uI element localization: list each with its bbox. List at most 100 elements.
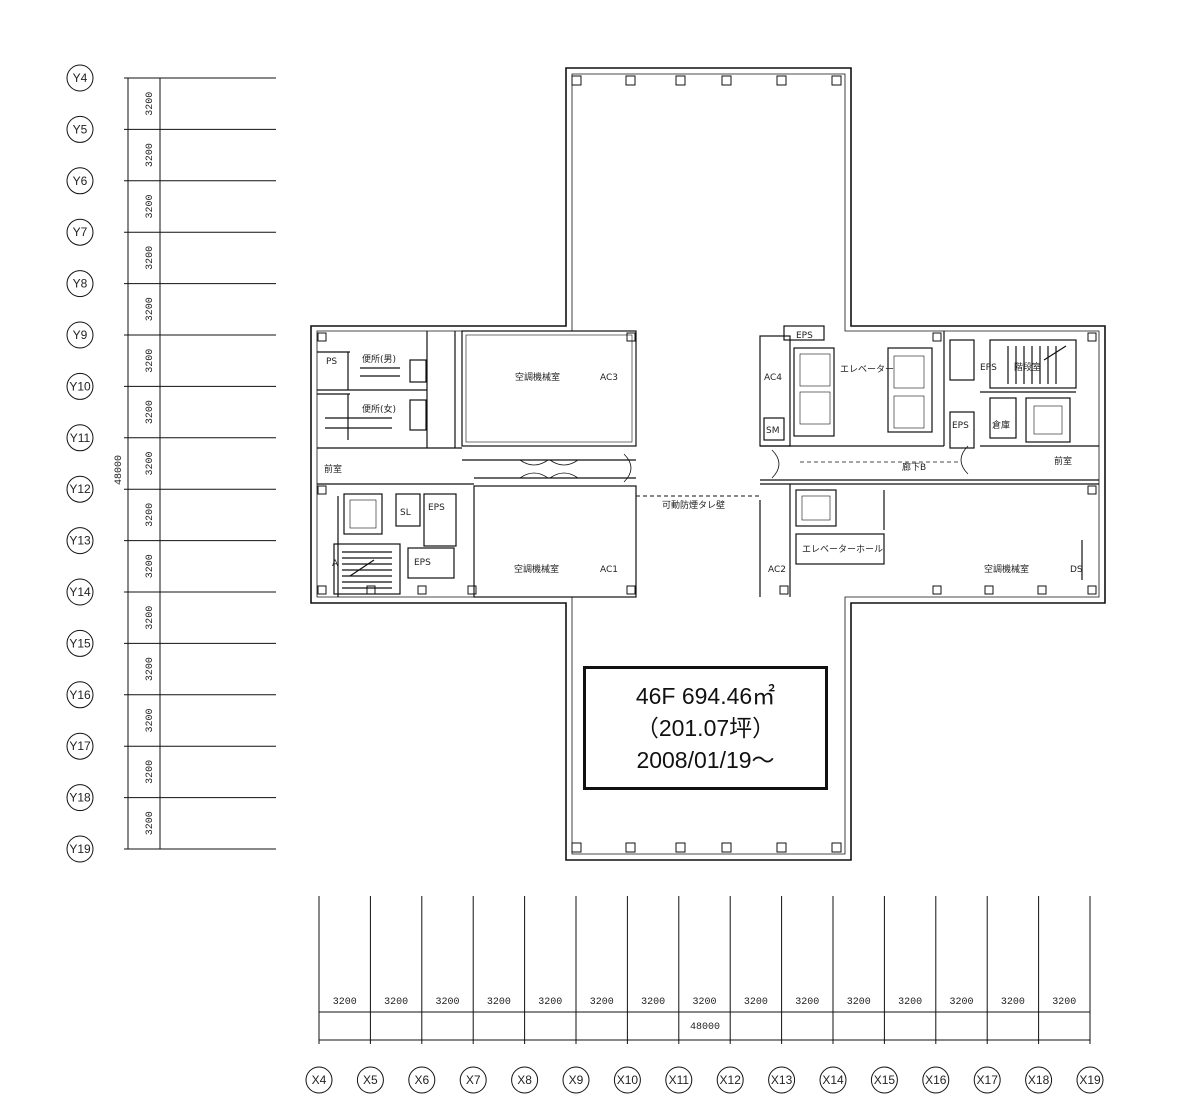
x-span-label: 3200 xyxy=(1001,997,1025,1008)
y-span-label: 3200 xyxy=(145,143,156,167)
y-grid-label: Y12 xyxy=(69,482,91,496)
y-span-label: 3200 xyxy=(145,194,156,218)
x-span-label: 3200 xyxy=(1052,997,1076,1008)
x-grid-bubble xyxy=(562,1066,590,1094)
y-grid-label: Y11 xyxy=(70,431,91,445)
y-grid-bubble xyxy=(66,218,94,246)
y-span-label: 3200 xyxy=(145,811,156,835)
column-markers xyxy=(317,75,1097,853)
room-eps-left-2: EPS xyxy=(414,558,431,568)
y-span-label: 3200 xyxy=(145,400,156,424)
floor-date-line: 2008/01/19～ xyxy=(636,747,775,773)
x-span-label: 3200 xyxy=(847,997,871,1008)
floor-area-box: 46F 694.46㎡ （201.07坪） 2008/01/19～ xyxy=(583,666,828,790)
room-machine-upper-left: 空調機械室 xyxy=(515,371,560,383)
room-elev-hall: エレベーターホール xyxy=(802,544,883,555)
y-grid-label: Y6 xyxy=(73,174,88,188)
y-span-label: 3200 xyxy=(145,349,156,373)
y-span-label: 3200 xyxy=(145,297,156,321)
y-grid-bubble xyxy=(66,578,94,606)
y-grid-bubble xyxy=(66,475,94,503)
y-span-label: 3200 xyxy=(145,657,156,681)
y-span-label: 3200 xyxy=(145,451,156,475)
room-storage: 倉庫 xyxy=(992,419,1010,431)
x-grid-label: X9 xyxy=(569,1073,584,1087)
x-span-label: 3200 xyxy=(692,997,716,1008)
x-grid-bubble xyxy=(870,1066,898,1094)
floor-area-line: 46F 694.46㎡ xyxy=(635,683,776,709)
x-span-label: 3200 xyxy=(538,997,562,1008)
x-grid-bubble xyxy=(716,1066,744,1094)
x-span-label: 3200 xyxy=(590,997,614,1008)
y-grid-label: Y15 xyxy=(69,636,91,650)
x-span-label: 3200 xyxy=(949,997,973,1008)
y-grid-label: Y7 xyxy=(73,225,88,239)
y-grid-label: Y10 xyxy=(69,379,91,393)
x-grid-label: X7 xyxy=(466,1073,481,1087)
x-total-dimension: 48000 xyxy=(690,1022,720,1033)
room-machine-lower-right: 空調機械室 xyxy=(984,563,1029,575)
y-grid-bubble xyxy=(66,681,94,709)
room-labels: PS 便所(男) 便所(女) 空調機械室 AC3 前室 EPS SL EPS A… xyxy=(324,331,1083,575)
right-wing-walls xyxy=(759,325,1099,597)
x-grid-label: X15 xyxy=(874,1073,896,1087)
room-lobby-right: 前室 xyxy=(1054,455,1072,467)
x-span-label: 3200 xyxy=(898,997,922,1008)
y-span-label: 3200 xyxy=(145,503,156,527)
x-grid-bubble xyxy=(511,1066,539,1094)
y-grid-bubble xyxy=(66,835,94,863)
x-grid-bubble xyxy=(819,1066,847,1094)
x-span-label: 3200 xyxy=(333,997,357,1008)
room-ac4: AC4 xyxy=(764,373,782,383)
y-grid-label: Y18 xyxy=(69,791,91,805)
room-machine-lower-left: 空調機械室 xyxy=(514,563,559,575)
x-span-label: 3200 xyxy=(795,997,819,1008)
x-grid-bubble xyxy=(305,1066,333,1094)
x-grid-label: X14 xyxy=(822,1073,844,1087)
y-grid-bubble xyxy=(66,527,94,555)
room-lobby-left: 前室 xyxy=(324,463,342,475)
y-grid-bubble xyxy=(66,732,94,760)
x-grid-bubble xyxy=(973,1066,1001,1094)
x-grid-label: X11 xyxy=(669,1073,690,1087)
x-grid-label: X12 xyxy=(720,1073,742,1087)
room-a: A xyxy=(332,559,339,569)
y-grid-axis: Y43200Y53200Y63200Y73200Y83200Y93200Y103… xyxy=(66,64,276,863)
room-firewall-note: 可動防煙タレ壁 xyxy=(662,499,725,511)
x-grid-bubble xyxy=(1076,1066,1104,1094)
room-ac2: AC2 xyxy=(768,565,786,575)
x-grid-bubble xyxy=(356,1066,384,1094)
y-total-dimension: 48000 xyxy=(114,455,125,485)
x-grid-label: X8 xyxy=(517,1073,532,1087)
x-grid-axis: X43200X53200X63200X73200X83200X93200X103… xyxy=(305,896,1104,1094)
y-grid-bubble xyxy=(66,115,94,143)
room-wc-female: 便所(女) xyxy=(362,403,396,415)
y-grid-label: Y8 xyxy=(73,277,88,291)
y-grid-label: Y4 xyxy=(73,71,88,85)
y-grid-label: Y14 xyxy=(69,585,91,599)
x-grid-bubble xyxy=(459,1066,487,1094)
y-grid-label: Y16 xyxy=(69,688,91,702)
room-ps: PS xyxy=(326,357,337,367)
y-span-label: 3200 xyxy=(145,92,156,116)
y-span-label: 3200 xyxy=(145,708,156,732)
y-span-label: 3200 xyxy=(145,554,156,578)
x-span-label: 3200 xyxy=(641,997,665,1008)
room-sm: SM xyxy=(766,426,779,436)
room-wc-male: 便所(男) xyxy=(362,353,396,365)
y-grid-label: Y5 xyxy=(73,122,88,136)
y-grid-label: Y19 xyxy=(69,842,91,856)
y-grid-bubble xyxy=(66,321,94,349)
x-grid-label: X17 xyxy=(977,1073,999,1087)
x-grid-bubble xyxy=(922,1066,950,1094)
y-grid-bubble xyxy=(66,270,94,298)
room-eps-top-right: EPS xyxy=(796,331,813,341)
y-grid-label: Y17 xyxy=(69,739,91,753)
x-span-label: 3200 xyxy=(435,997,459,1008)
x-grid-label: X13 xyxy=(771,1073,793,1087)
room-eps-right-2: EPS xyxy=(952,421,969,431)
x-span-label: 3200 xyxy=(487,997,511,1008)
y-span-label: 3200 xyxy=(145,606,156,630)
y-grid-bubble xyxy=(66,424,94,452)
y-span-label: 3200 xyxy=(145,246,156,270)
